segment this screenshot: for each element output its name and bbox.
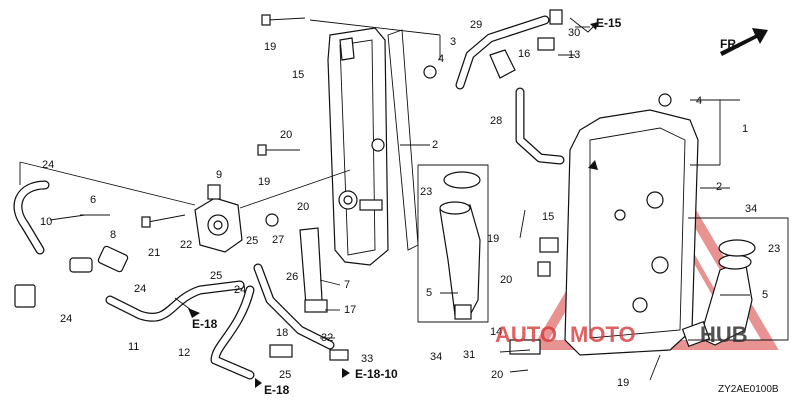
callout-29: 29 xyxy=(470,19,482,31)
callout-17: 17 xyxy=(344,304,356,316)
callout-19: 19 xyxy=(264,41,276,53)
callout-19: 19 xyxy=(258,176,270,188)
callout-28: 28 xyxy=(490,115,502,127)
callout-25: 25 xyxy=(210,270,222,282)
callout-25: 25 xyxy=(279,369,291,381)
callout-10: 10 xyxy=(40,216,52,228)
leader-lines xyxy=(19,19,789,373)
diagram-code: ZY2AE0100B xyxy=(718,384,779,395)
callout-8: 8 xyxy=(110,229,116,241)
callout-3: 3 xyxy=(450,36,456,48)
callout-numbers: 1 2 2 3 4 4 5 5 6 7 8 9 10 11 12 13 14 1… xyxy=(40,19,780,389)
callout-26: 26 xyxy=(286,271,298,283)
callout-2: 2 xyxy=(716,181,722,193)
callout-5: 5 xyxy=(426,287,432,299)
callout-2: 2 xyxy=(432,139,438,151)
callout-4: 4 xyxy=(438,53,444,65)
callout-23: 23 xyxy=(420,186,432,198)
watermark-hub: HUB xyxy=(700,322,748,347)
watermark-moto: MOTO xyxy=(570,322,636,347)
reference-arrows xyxy=(174,17,599,388)
front-direction-arrow: FR. xyxy=(720,28,768,56)
callout-12: 12 xyxy=(178,347,190,359)
callout-7: 7 xyxy=(344,279,350,291)
callout-30: 30 xyxy=(568,27,580,39)
callout-1: 1 xyxy=(742,123,748,135)
ref-e18: E-18 xyxy=(264,383,290,397)
manifold-right xyxy=(681,239,756,347)
callout-15: 15 xyxy=(292,69,304,81)
callout-20: 20 xyxy=(491,369,503,381)
callout-4: 4 xyxy=(696,95,702,107)
callout-21: 21 xyxy=(148,247,160,259)
hoses xyxy=(13,15,565,380)
callout-20: 20 xyxy=(297,201,309,213)
callout-32: 32 xyxy=(321,332,333,344)
callout-13: 13 xyxy=(568,49,580,61)
callout-34: 34 xyxy=(745,203,757,215)
direction-label: FR. xyxy=(720,37,739,51)
callout-22: 22 xyxy=(180,239,192,251)
callout-24: 24 xyxy=(60,313,72,325)
callout-24: 24 xyxy=(42,159,54,171)
callout-24: 24 xyxy=(134,283,146,295)
callout-19: 19 xyxy=(487,233,499,245)
callout-11: 11 xyxy=(128,341,139,353)
section-references: E-15 E-18 E-18 E-18-10 xyxy=(192,16,622,397)
ref-e18-10: E-18-10 xyxy=(355,367,398,381)
callout-23: 23 xyxy=(768,243,780,255)
ref-e15: E-15 xyxy=(596,16,622,30)
callout-33: 33 xyxy=(361,353,373,365)
callout-14: 14 xyxy=(490,326,502,338)
callout-31: 31 xyxy=(463,349,475,361)
pump-assembly xyxy=(194,184,243,253)
callout-19: 19 xyxy=(617,377,629,389)
ref-e18: E-18 xyxy=(192,317,218,331)
callout-20: 20 xyxy=(280,129,292,141)
callout-9: 9 xyxy=(216,169,222,181)
callout-24: 24 xyxy=(234,284,246,296)
callout-5: 5 xyxy=(762,289,768,301)
small-parts xyxy=(14,9,672,361)
callout-20: 20 xyxy=(500,274,512,286)
callout-27: 27 xyxy=(272,234,284,246)
tank-left xyxy=(327,27,419,266)
watermark-auto: AUTO xyxy=(495,322,557,347)
tank-right xyxy=(564,109,699,356)
manifold-left xyxy=(439,171,481,320)
callout-15: 15 xyxy=(542,211,554,223)
callout-34: 34 xyxy=(430,351,442,363)
callout-6: 6 xyxy=(90,194,96,206)
bolts xyxy=(141,14,661,381)
callout-16: 16 xyxy=(518,48,530,60)
watermark-text: AUTO MOTO HUB xyxy=(495,322,748,347)
callout-18: 18 xyxy=(276,327,288,339)
callout-25: 25 xyxy=(246,235,258,247)
